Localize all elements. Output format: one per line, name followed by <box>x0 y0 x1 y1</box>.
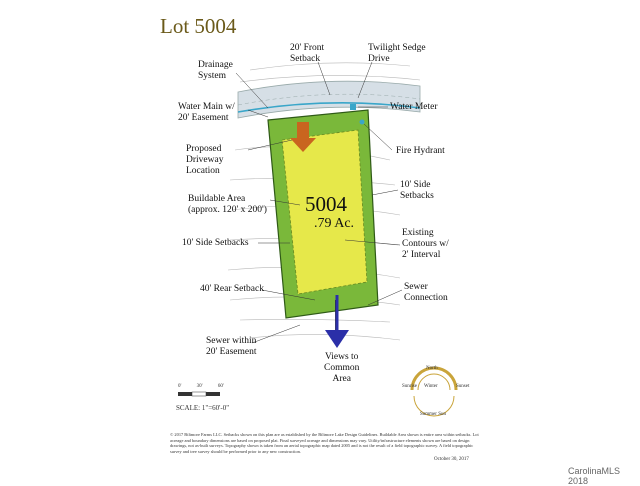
sun-summer: Summer Sun <box>420 412 446 417</box>
label-rear-setback: 40' Rear Setback <box>200 284 264 294</box>
plan-date: October 30, 2017 <box>434 457 469 462</box>
label-fire-hydrant: Fire Hydrant <box>396 146 445 156</box>
scale-ticks: 0' 30' 60' <box>178 384 224 389</box>
buildable-area <box>281 129 368 295</box>
lot-number: 5004 <box>305 192 347 216</box>
road-twilight-sedge-drive <box>237 80 421 119</box>
scale-bar <box>178 391 220 397</box>
fire-hydrant-icon <box>359 119 365 125</box>
driveway-arrow <box>290 122 316 152</box>
label-water-meter: Water Meter <box>390 102 438 112</box>
sun-sunrise: Sunrise <box>402 384 417 389</box>
water-meter-icon <box>350 104 356 110</box>
mls-credit: CarolinaMLS 2018 <box>568 466 621 486</box>
page-title: Lot 5004 <box>160 14 237 38</box>
sun-north: North <box>426 366 438 371</box>
scale-text: SCALE: 1"=60'-0" <box>176 404 230 412</box>
water-main-line <box>237 102 421 113</box>
sun-sunset: Sunset <box>456 384 470 389</box>
disclaimer-notes: © 2017 Biltmore Farms LLC. Setbacks show… <box>170 432 479 454</box>
leader-lines <box>235 61 403 344</box>
sun-winter: Winter <box>424 384 438 389</box>
label-water-main: Water Main w/20' Easement <box>178 102 235 123</box>
label-buildable-area: Buildable Area(approx. 120' x 200') <box>188 194 267 215</box>
lot-acreage: .79 Ac. <box>314 216 355 231</box>
sun-diagram <box>410 366 458 417</box>
views-arrow <box>325 295 349 348</box>
label-side-setbacks-left: 10' Side Setbacks <box>182 238 249 248</box>
